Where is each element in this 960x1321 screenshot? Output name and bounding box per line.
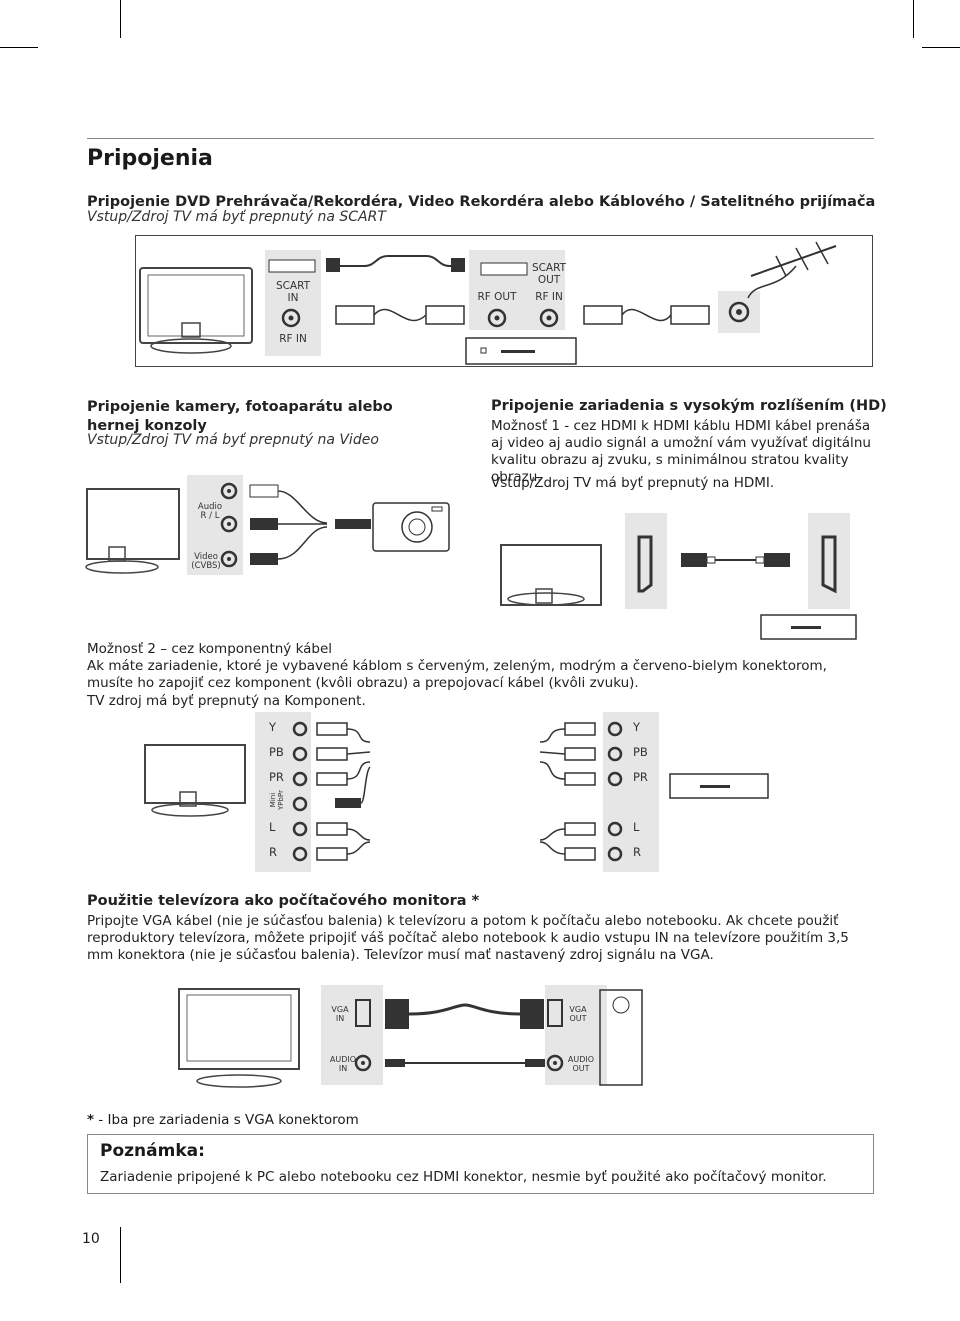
vga-in-label: VGA IN xyxy=(331,1005,349,1023)
rf-in-tv-label: RF IN xyxy=(279,333,307,345)
hd-body: Možnosť 1 - cez HDMI k HDMI káblu HDMI k… xyxy=(491,418,871,485)
hdmi-diagram xyxy=(491,513,861,643)
crop-mark xyxy=(120,0,121,38)
vga-out-label: VGA OUT xyxy=(569,1005,587,1023)
footnote: * - Iba pre zariadenia s VGA konektorom xyxy=(87,1112,359,1128)
crop-mark xyxy=(0,47,38,48)
audio-in-label: AUDIO IN xyxy=(329,1055,357,1073)
component-body: Ak máte zariadenie, ktoré je vybavené ká… xyxy=(87,658,827,691)
component-intro: Možnosť 2 – cez komponentný kábel xyxy=(87,641,333,657)
camera-heading: Pripojenie kamery, fotoaparátu alebo her… xyxy=(87,399,393,434)
scart-in-label: SCART IN xyxy=(275,280,311,304)
scart-out-label: SCART OUT xyxy=(531,262,567,286)
component-illustration xyxy=(144,721,769,862)
rf-out-label: RF OUT xyxy=(477,291,517,303)
camera-illustration xyxy=(85,482,450,574)
note-box: Poznámka: Zariadenie pripojené k PC aleb… xyxy=(87,1134,874,1194)
audio-label: Audio R / L xyxy=(197,502,223,521)
comp-left-r: R xyxy=(269,845,277,859)
camera-diagram: Audio R / L Video (CVBS) xyxy=(85,475,472,575)
comp-left-pr: PR xyxy=(269,770,284,784)
scart-heading: Pripojenie DVD Prehrávača/Rekordéra, Vid… xyxy=(87,194,876,210)
page-number: 10 xyxy=(82,1231,100,1247)
crop-mark xyxy=(922,47,960,48)
mini-ypbpr-label: Mini YPbPr xyxy=(269,790,285,810)
rf-in-device-label: RF IN xyxy=(535,291,563,303)
comp-right-pr: PR xyxy=(633,770,648,784)
hd-source: Vstup/Zdroj TV má byť prepnutý na HDMI. xyxy=(491,475,775,491)
footnote-star: * xyxy=(87,1112,95,1128)
page-title: Pripojenia xyxy=(87,146,213,171)
comp-left-l: L xyxy=(269,820,276,834)
hd-heading: Pripojenie zariadenia s vysokým rozlíšen… xyxy=(491,398,887,414)
page-number-rule xyxy=(120,1227,121,1283)
audio-out-label: AUDIO OUT xyxy=(567,1055,595,1073)
camera-subheading: Vstup/Zdroj TV má byť prepnutý na Video xyxy=(87,432,379,448)
title-rule xyxy=(87,138,874,139)
scart-illustration xyxy=(139,241,837,365)
vga-illustration xyxy=(178,988,643,1088)
component-diagram: Y PB PR L R Y PB PR L R Mini YPbPr xyxy=(144,712,785,872)
comp-left-pb: PB xyxy=(269,745,284,759)
hdmi-illustration xyxy=(500,535,857,640)
vga-body: Pripojte VGA kábel (nie je súčasťou bale… xyxy=(87,913,849,963)
comp-right-r: R xyxy=(633,845,641,859)
footnote-text: - Iba pre zariadenia s VGA konektorom xyxy=(94,1112,359,1128)
scart-diagram: SCART IN RF IN RF OUT SCART OUT RF IN xyxy=(135,235,873,367)
scart-subheading: Vstup/Zdroj TV má byť prepnutý na SCART xyxy=(87,209,386,225)
vga-diagram: VGA IN AUDIO IN VGA OUT AUDIO OUT xyxy=(145,975,873,1093)
crop-mark xyxy=(913,0,914,38)
component-source: TV zdroj má byť prepnutý na Komponent. xyxy=(87,693,366,709)
comp-left-y: Y xyxy=(269,720,277,734)
comp-right-y: Y xyxy=(633,720,641,734)
vga-heading: Použitie televízora ako počítačového mon… xyxy=(87,893,480,909)
video-label: Video (CVBS) xyxy=(191,552,221,571)
note-title: Poznámka: xyxy=(100,1141,205,1161)
comp-right-l: L xyxy=(633,820,640,834)
note-text: Zariadenie pripojené k PC alebo notebook… xyxy=(100,1169,827,1185)
comp-right-pb: PB xyxy=(633,745,648,759)
